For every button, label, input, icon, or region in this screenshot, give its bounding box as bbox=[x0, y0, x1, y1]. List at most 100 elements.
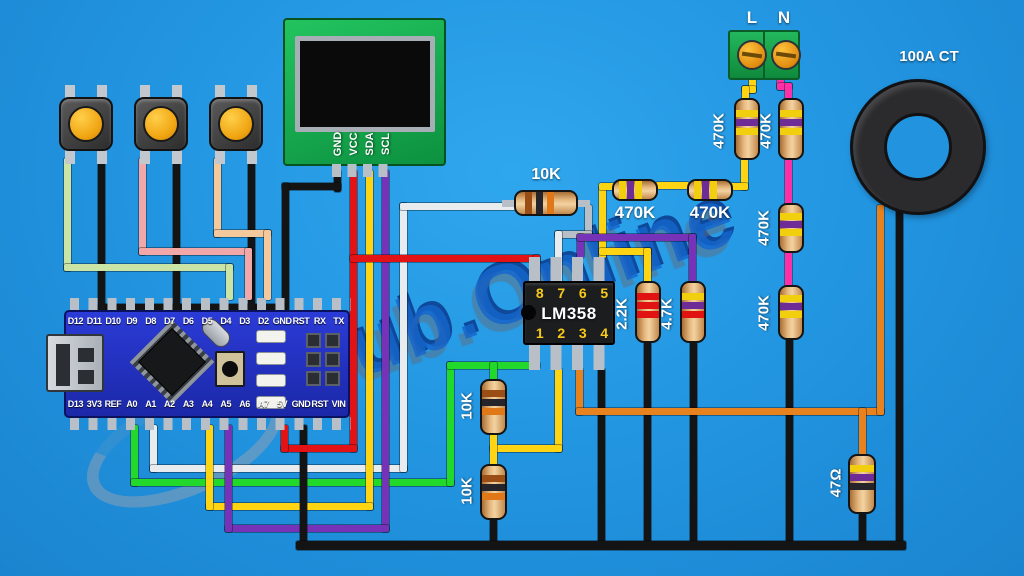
smd-capacitor bbox=[256, 374, 286, 387]
wire-button1-signal-d4 bbox=[226, 264, 233, 300]
push-button-2[interactable] bbox=[134, 97, 188, 151]
wire-pin6-purple bbox=[577, 234, 696, 241]
wire-to-4k7 bbox=[689, 234, 696, 283]
wire-ct-black bbox=[896, 205, 903, 549]
wire-sda-yellow bbox=[206, 503, 373, 510]
wire-a1-white bbox=[150, 465, 407, 472]
wire-pin6-purple bbox=[577, 234, 584, 258]
wire-pin2-yellow bbox=[555, 368, 562, 452]
pin-number: 4 bbox=[600, 325, 609, 341]
wire-button3-signal bbox=[214, 158, 221, 237]
pin-label: REF bbox=[104, 399, 122, 409]
pin-label: D6 bbox=[182, 316, 194, 326]
label-10k-v1: 10K bbox=[458, 392, 476, 420]
terminal-label-L: L bbox=[746, 8, 758, 27]
smd-capacitor bbox=[256, 330, 286, 343]
wire-N-pink bbox=[785, 249, 792, 289]
pin-number: 7 bbox=[557, 285, 566, 301]
wire-opamp-pin3-orange bbox=[576, 368, 583, 415]
pin-label: GND bbox=[291, 399, 311, 409]
wire-5v-to-pin8 bbox=[350, 255, 540, 262]
wire-5v-red bbox=[281, 445, 357, 452]
pin-label: TX bbox=[333, 316, 344, 326]
resistor-lead bbox=[502, 200, 516, 207]
wire-button2-signal bbox=[139, 158, 146, 255]
oled-pin-label: VCC bbox=[348, 132, 360, 156]
usb-slot bbox=[56, 344, 70, 386]
button2-bottom-pins bbox=[140, 150, 182, 164]
pin-label: A4 bbox=[201, 399, 213, 409]
wire-button3-signal-d2 bbox=[264, 230, 271, 300]
wire-2k2-gnd bbox=[644, 341, 651, 549]
wire-10k-divider-gnd bbox=[490, 518, 497, 549]
terminal-screw-L[interactable] bbox=[737, 40, 767, 70]
icsp-pad bbox=[325, 333, 340, 348]
wire-4k7-gnd bbox=[690, 341, 697, 549]
wire-L-yellow bbox=[742, 86, 749, 102]
wire-chain-left bbox=[599, 183, 616, 190]
pin-label: D4 bbox=[220, 316, 232, 326]
oled-pin-header bbox=[332, 164, 394, 177]
reset-button-cap[interactable] bbox=[222, 361, 238, 377]
pin-number: 6 bbox=[578, 285, 587, 301]
button3-top-pins bbox=[215, 85, 257, 99]
usb-slot bbox=[78, 348, 94, 362]
pin-label: RST bbox=[311, 399, 329, 409]
wire-L-chain bbox=[741, 158, 748, 190]
button3-bottom-pins bbox=[215, 150, 257, 164]
wire-orange-to-47ohm bbox=[859, 408, 866, 458]
wire-pin2-yellow bbox=[490, 445, 562, 452]
pin-label: A1 bbox=[145, 399, 156, 409]
pin-label: A3 bbox=[182, 399, 194, 409]
push-button-3[interactable] bbox=[209, 97, 263, 151]
push-button-1[interactable] bbox=[59, 97, 113, 151]
pin-label: D11 bbox=[86, 316, 102, 326]
pin-label: D3 bbox=[239, 316, 250, 326]
wire-sda-yellow bbox=[366, 170, 373, 510]
button1-cap[interactable] bbox=[68, 106, 104, 142]
oled-display-screen bbox=[295, 36, 435, 132]
pin-label: RX bbox=[313, 316, 326, 326]
pin-label: A6 bbox=[239, 399, 250, 409]
pin-label: RST bbox=[292, 316, 310, 326]
reset-button[interactable] bbox=[215, 351, 245, 387]
screw-slot bbox=[775, 51, 797, 59]
wire-scl-to-a5 bbox=[225, 425, 232, 532]
button3-cap[interactable] bbox=[218, 106, 254, 142]
oled-pin-label: GND bbox=[332, 131, 344, 157]
wire-5v-red bbox=[350, 170, 357, 452]
terminal-screw-N[interactable] bbox=[771, 40, 801, 70]
wire-a0-green bbox=[131, 425, 138, 486]
label-47ohm: 47Ω bbox=[827, 468, 845, 498]
button2-cap[interactable] bbox=[143, 106, 179, 142]
label-4k7: 4.7K bbox=[658, 298, 676, 330]
pin-number: 1 bbox=[535, 325, 544, 341]
pin-number: 5 bbox=[600, 285, 609, 301]
wire-pin5-yellow bbox=[599, 186, 606, 258]
wire-a1-white bbox=[400, 203, 407, 472]
button1-bottom-pins bbox=[65, 150, 107, 164]
wire-ct-orange bbox=[576, 408, 884, 415]
wire-button3-signal bbox=[214, 230, 271, 237]
wire-to-2k2 bbox=[644, 248, 651, 283]
label-2k2: 2.2K bbox=[613, 298, 631, 330]
label-10k-top: 10K bbox=[531, 166, 561, 183]
screw-slot bbox=[741, 51, 763, 59]
pin-label: D8 bbox=[145, 316, 156, 326]
pin-label: VIN bbox=[331, 399, 346, 409]
resistor-lead bbox=[576, 200, 590, 207]
pin-label: 5V bbox=[277, 399, 288, 409]
wire-arduino-gnd bbox=[300, 425, 307, 549]
pin-label: A0 bbox=[126, 399, 138, 409]
label-470k-N3: 470K bbox=[755, 295, 773, 331]
pin-label: A7 bbox=[258, 399, 269, 409]
opamp-top-pins bbox=[529, 257, 615, 283]
pin-label: D7 bbox=[164, 316, 175, 326]
ct-label: 100A CT bbox=[899, 48, 959, 65]
wire-10k-lead bbox=[585, 205, 592, 238]
pin-label: 3V3 bbox=[86, 399, 102, 409]
resistor-470k-N3 bbox=[778, 285, 804, 340]
button1-top-pins bbox=[65, 85, 107, 99]
